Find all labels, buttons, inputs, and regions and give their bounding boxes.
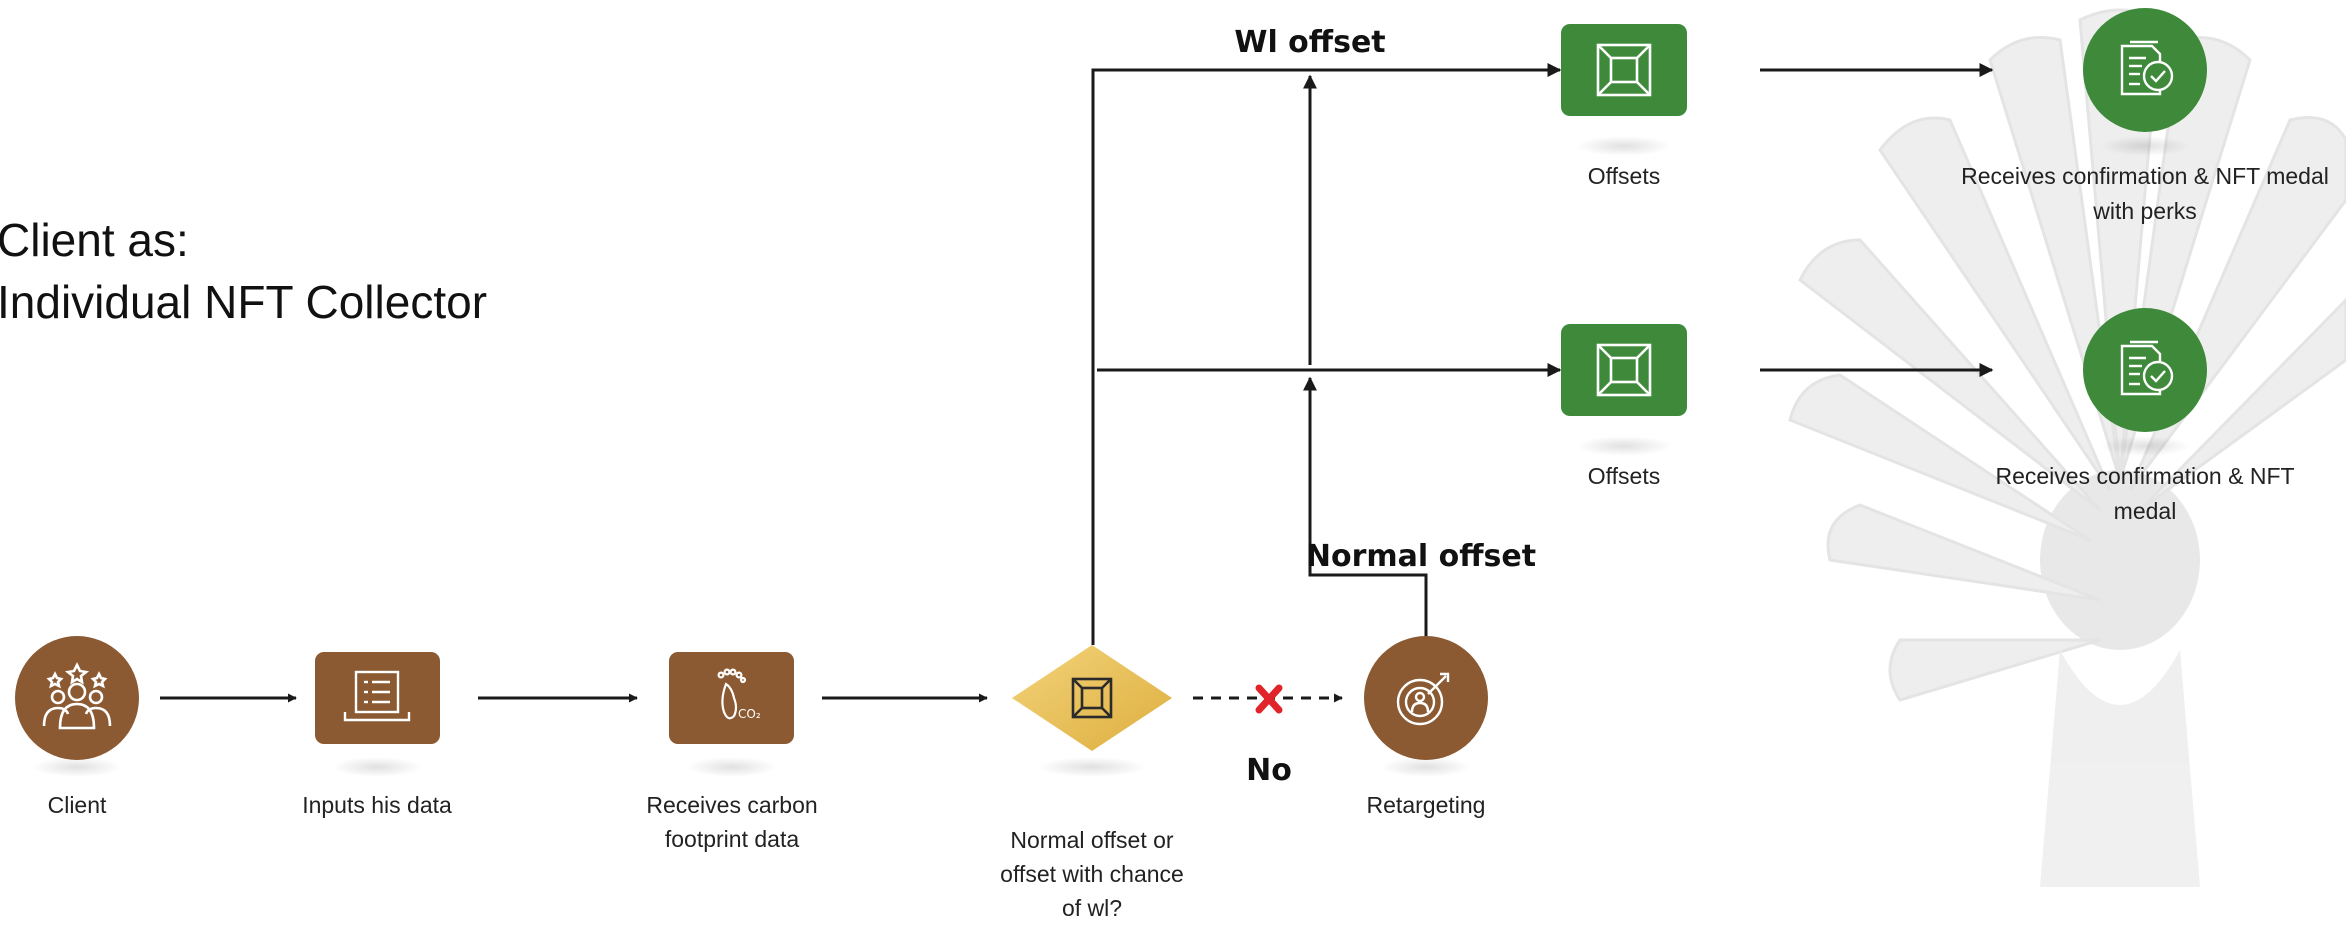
square-frame-icon (1596, 43, 1652, 97)
node-confirm-bottom-label-2: medal (2114, 498, 2177, 524)
node-confirm-bottom[interactable] (2083, 308, 2207, 432)
node-offsets-bottom-label: Offsets (1588, 463, 1660, 489)
node-decision-label-line-2: offset with chance (1000, 861, 1184, 887)
node-footprint-label-2: footprint data (665, 826, 799, 852)
node-decision-caption: Normal offset or offset with chance of w… (972, 823, 1212, 925)
heading-line-1: Client as: (0, 214, 189, 266)
node-offsets-bottom[interactable] (1561, 324, 1687, 416)
node-retargeting[interactable] (1364, 636, 1488, 760)
node-client[interactable] (15, 636, 139, 760)
node-shadows (32, 136, 2190, 777)
node-offsets-top-label: Offsets (1588, 163, 1660, 189)
node-decision[interactable] (1012, 645, 1172, 751)
edge-label-wl-offset: Wl offset (1234, 25, 1385, 60)
node-offsets-top[interactable] (1561, 24, 1687, 116)
node-inputs[interactable] (315, 652, 440, 744)
users-stars-icon (42, 662, 112, 730)
square-frame-icon (1071, 677, 1113, 719)
connectors (160, 63, 1994, 703)
svg-text:CO₂: CO₂ (738, 707, 761, 721)
certificate-check-icon (2120, 340, 2174, 396)
arrow-retargeting-to-offsets (1303, 376, 1428, 640)
cross-icon (1255, 684, 1283, 714)
laptop-form-icon (343, 670, 411, 722)
node-footprint[interactable]: CO₂ (669, 652, 794, 744)
certificate-check-icon (2120, 40, 2174, 96)
footprint-co2-icon: CO₂ (717, 668, 761, 721)
node-inputs-label: Inputs his data (302, 792, 452, 818)
square-frame-icon (1596, 343, 1652, 397)
node-client-label: Client (48, 792, 107, 818)
flow-diagram: Client as: Individual NFT Collector Wl o… (0, 8, 2346, 887)
edge-label-no: No (1246, 753, 1292, 788)
headdress-watermark (1788, 8, 2346, 887)
node-retargeting-label: Retargeting (1367, 792, 1486, 818)
node-confirm-top[interactable] (2083, 8, 2207, 132)
node-decision-label-line-3: of wl? (1061, 895, 1123, 921)
target-user-icon (1396, 672, 1450, 726)
node-confirm-bottom-label-1: Receives confirmation & NFT (1995, 463, 2294, 489)
arrow-decision-to-offsets-top (1091, 63, 1562, 645)
edge-label-normal-offset: Normal offset (1306, 539, 1536, 574)
node-confirm-top-label-1: Receives confirmation & NFT medal (1961, 163, 2329, 189)
node-confirm-top-label-2: with perks (2092, 198, 2197, 224)
node-footprint-label-1: Receives carbon (646, 792, 817, 818)
heading-line-2: Individual NFT Collector (0, 276, 487, 328)
node-decision-label-line-1: Normal offset or (1010, 827, 1174, 853)
